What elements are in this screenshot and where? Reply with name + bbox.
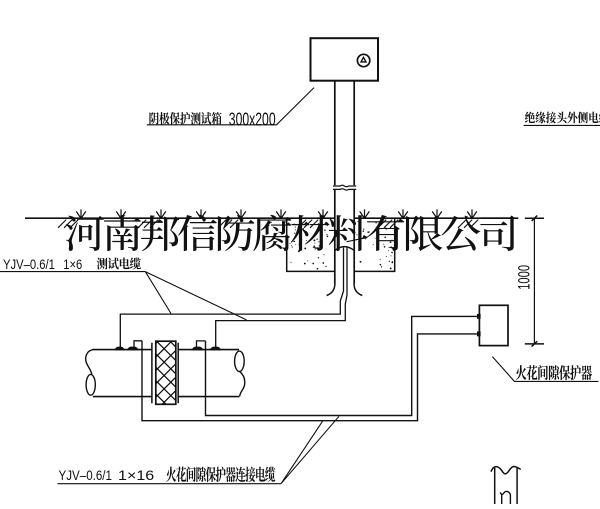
svg-text:1×6: 1×6 bbox=[63, 257, 82, 272]
svg-text:1000: 1000 bbox=[515, 265, 534, 290]
svg-text:YJV–0.6/1: YJV–0.6/1 bbox=[3, 257, 55, 272]
svg-text:1×16: 1×16 bbox=[118, 468, 154, 484]
svg-text:300x200: 300x200 bbox=[229, 110, 276, 130]
svg-text:YJV–0.6/1: YJV–0.6/1 bbox=[59, 467, 112, 483]
